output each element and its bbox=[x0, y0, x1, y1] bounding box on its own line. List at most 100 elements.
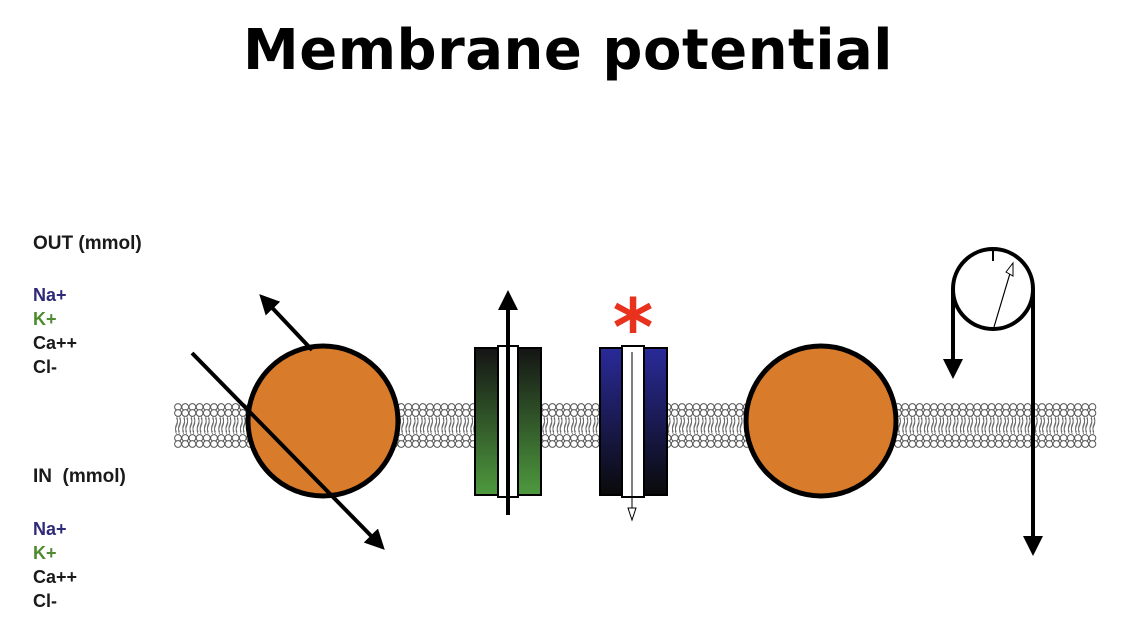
lipid-tail bbox=[1039, 417, 1045, 435]
lipid-head bbox=[440, 409, 449, 417]
lipid-head bbox=[238, 409, 247, 417]
voltmeter bbox=[943, 247, 1043, 556]
lipid-head bbox=[188, 409, 197, 417]
lipid-tail bbox=[938, 417, 945, 435]
lipid-head bbox=[231, 440, 240, 448]
lipid-head bbox=[678, 440, 686, 448]
lipid-head bbox=[678, 409, 686, 417]
exchanger-inward-arrow bbox=[190, 351, 385, 550]
lipid-tail bbox=[902, 417, 909, 435]
lipid-head bbox=[548, 440, 557, 448]
lipid-head bbox=[1052, 440, 1061, 448]
lipid-tail bbox=[549, 417, 556, 435]
lipid-tail bbox=[959, 417, 966, 435]
lipid-tail bbox=[455, 417, 462, 435]
lipid-head bbox=[692, 440, 701, 448]
lipid-head bbox=[922, 409, 931, 417]
lipid-head bbox=[440, 440, 449, 448]
lipid-tail bbox=[679, 417, 685, 435]
lipid-head bbox=[1045, 409, 1054, 417]
lipid-tail bbox=[592, 417, 599, 435]
lipid-head bbox=[1066, 409, 1075, 417]
lipid-tail bbox=[967, 417, 973, 435]
lipid-head bbox=[699, 440, 708, 448]
lipid-head bbox=[987, 440, 996, 448]
lipid-head bbox=[404, 409, 413, 417]
lipid-head bbox=[1066, 440, 1075, 448]
lipid-head bbox=[980, 409, 989, 417]
lipid-head bbox=[692, 409, 701, 417]
lipid-head bbox=[188, 440, 197, 448]
lipid-tail bbox=[232, 417, 239, 435]
lipid-tail bbox=[225, 417, 232, 435]
sodium-channel: * bbox=[599, 284, 668, 522]
lipid-tail bbox=[1075, 417, 1081, 435]
lipid-tail bbox=[1003, 417, 1009, 435]
lipid-tail bbox=[441, 417, 448, 435]
lipid-tail bbox=[1082, 417, 1089, 435]
lipid-tail bbox=[1060, 417, 1067, 435]
lipid-head bbox=[174, 409, 182, 417]
lipid-head bbox=[1074, 440, 1082, 448]
lipid-tail bbox=[182, 417, 189, 435]
lipid-head bbox=[210, 440, 218, 448]
lipid-head bbox=[541, 409, 550, 417]
lipid-head bbox=[548, 409, 557, 417]
lipid-tail bbox=[1010, 417, 1017, 435]
lipid-head bbox=[454, 440, 463, 448]
lipid-tail bbox=[218, 417, 225, 435]
lipid-tail bbox=[952, 417, 959, 435]
in-ion-cl: Cl- bbox=[33, 591, 57, 611]
lipid-head bbox=[728, 440, 737, 448]
lipid-tail bbox=[585, 417, 592, 435]
out-ion-ca: Ca++ bbox=[33, 333, 78, 353]
lipid-tail bbox=[427, 417, 433, 435]
lipid-head bbox=[930, 409, 938, 417]
lipid-head bbox=[181, 409, 190, 417]
lipid-head bbox=[958, 409, 967, 417]
lipid-head bbox=[944, 440, 953, 448]
lipid-tail bbox=[945, 417, 952, 435]
out-ion-k: K+ bbox=[33, 309, 57, 329]
lipid-head bbox=[1002, 440, 1010, 448]
lipid-head bbox=[541, 440, 550, 448]
lipid-tail bbox=[671, 417, 678, 435]
lipid-head bbox=[901, 409, 910, 417]
lipid-head bbox=[937, 409, 946, 417]
lipid-head bbox=[555, 440, 564, 448]
lipid-tail bbox=[578, 417, 585, 435]
lipid-head bbox=[1059, 440, 1068, 448]
lipid-tail bbox=[434, 417, 441, 435]
lipid-head bbox=[462, 409, 470, 417]
lipid-head bbox=[937, 440, 946, 448]
lipid-head bbox=[195, 440, 204, 448]
lipid-head bbox=[1088, 409, 1097, 417]
lipid-tail bbox=[700, 417, 707, 435]
lipid-head bbox=[706, 409, 715, 417]
na-influx-thin-arrowhead bbox=[627, 507, 637, 522]
lipid-head bbox=[980, 440, 989, 448]
lipid-head bbox=[562, 440, 571, 448]
lipid-head bbox=[195, 409, 204, 417]
lipid-head bbox=[426, 409, 434, 417]
out-ion-cl: Cl- bbox=[33, 357, 57, 377]
lipid-tail bbox=[715, 417, 721, 435]
lipid-head bbox=[930, 440, 938, 448]
lipid-tail bbox=[405, 417, 412, 435]
lipid-head bbox=[555, 409, 564, 417]
lipid-head bbox=[685, 440, 694, 448]
lipid-head bbox=[418, 440, 427, 448]
lipid-head bbox=[1088, 440, 1097, 448]
lipid-head bbox=[1016, 409, 1025, 417]
exchanger-protein bbox=[245, 343, 401, 499]
lipid-head bbox=[944, 409, 953, 417]
in-ion-na: Na+ bbox=[33, 519, 67, 539]
lipid-tail bbox=[1089, 417, 1096, 435]
lipid-tail bbox=[1053, 417, 1060, 435]
pump-protein bbox=[743, 343, 899, 499]
lipid-head bbox=[1023, 440, 1032, 448]
lipid-tail bbox=[729, 417, 736, 435]
lipid-head bbox=[1009, 409, 1018, 417]
lipid-tail bbox=[923, 417, 930, 435]
lipid-head bbox=[901, 440, 910, 448]
